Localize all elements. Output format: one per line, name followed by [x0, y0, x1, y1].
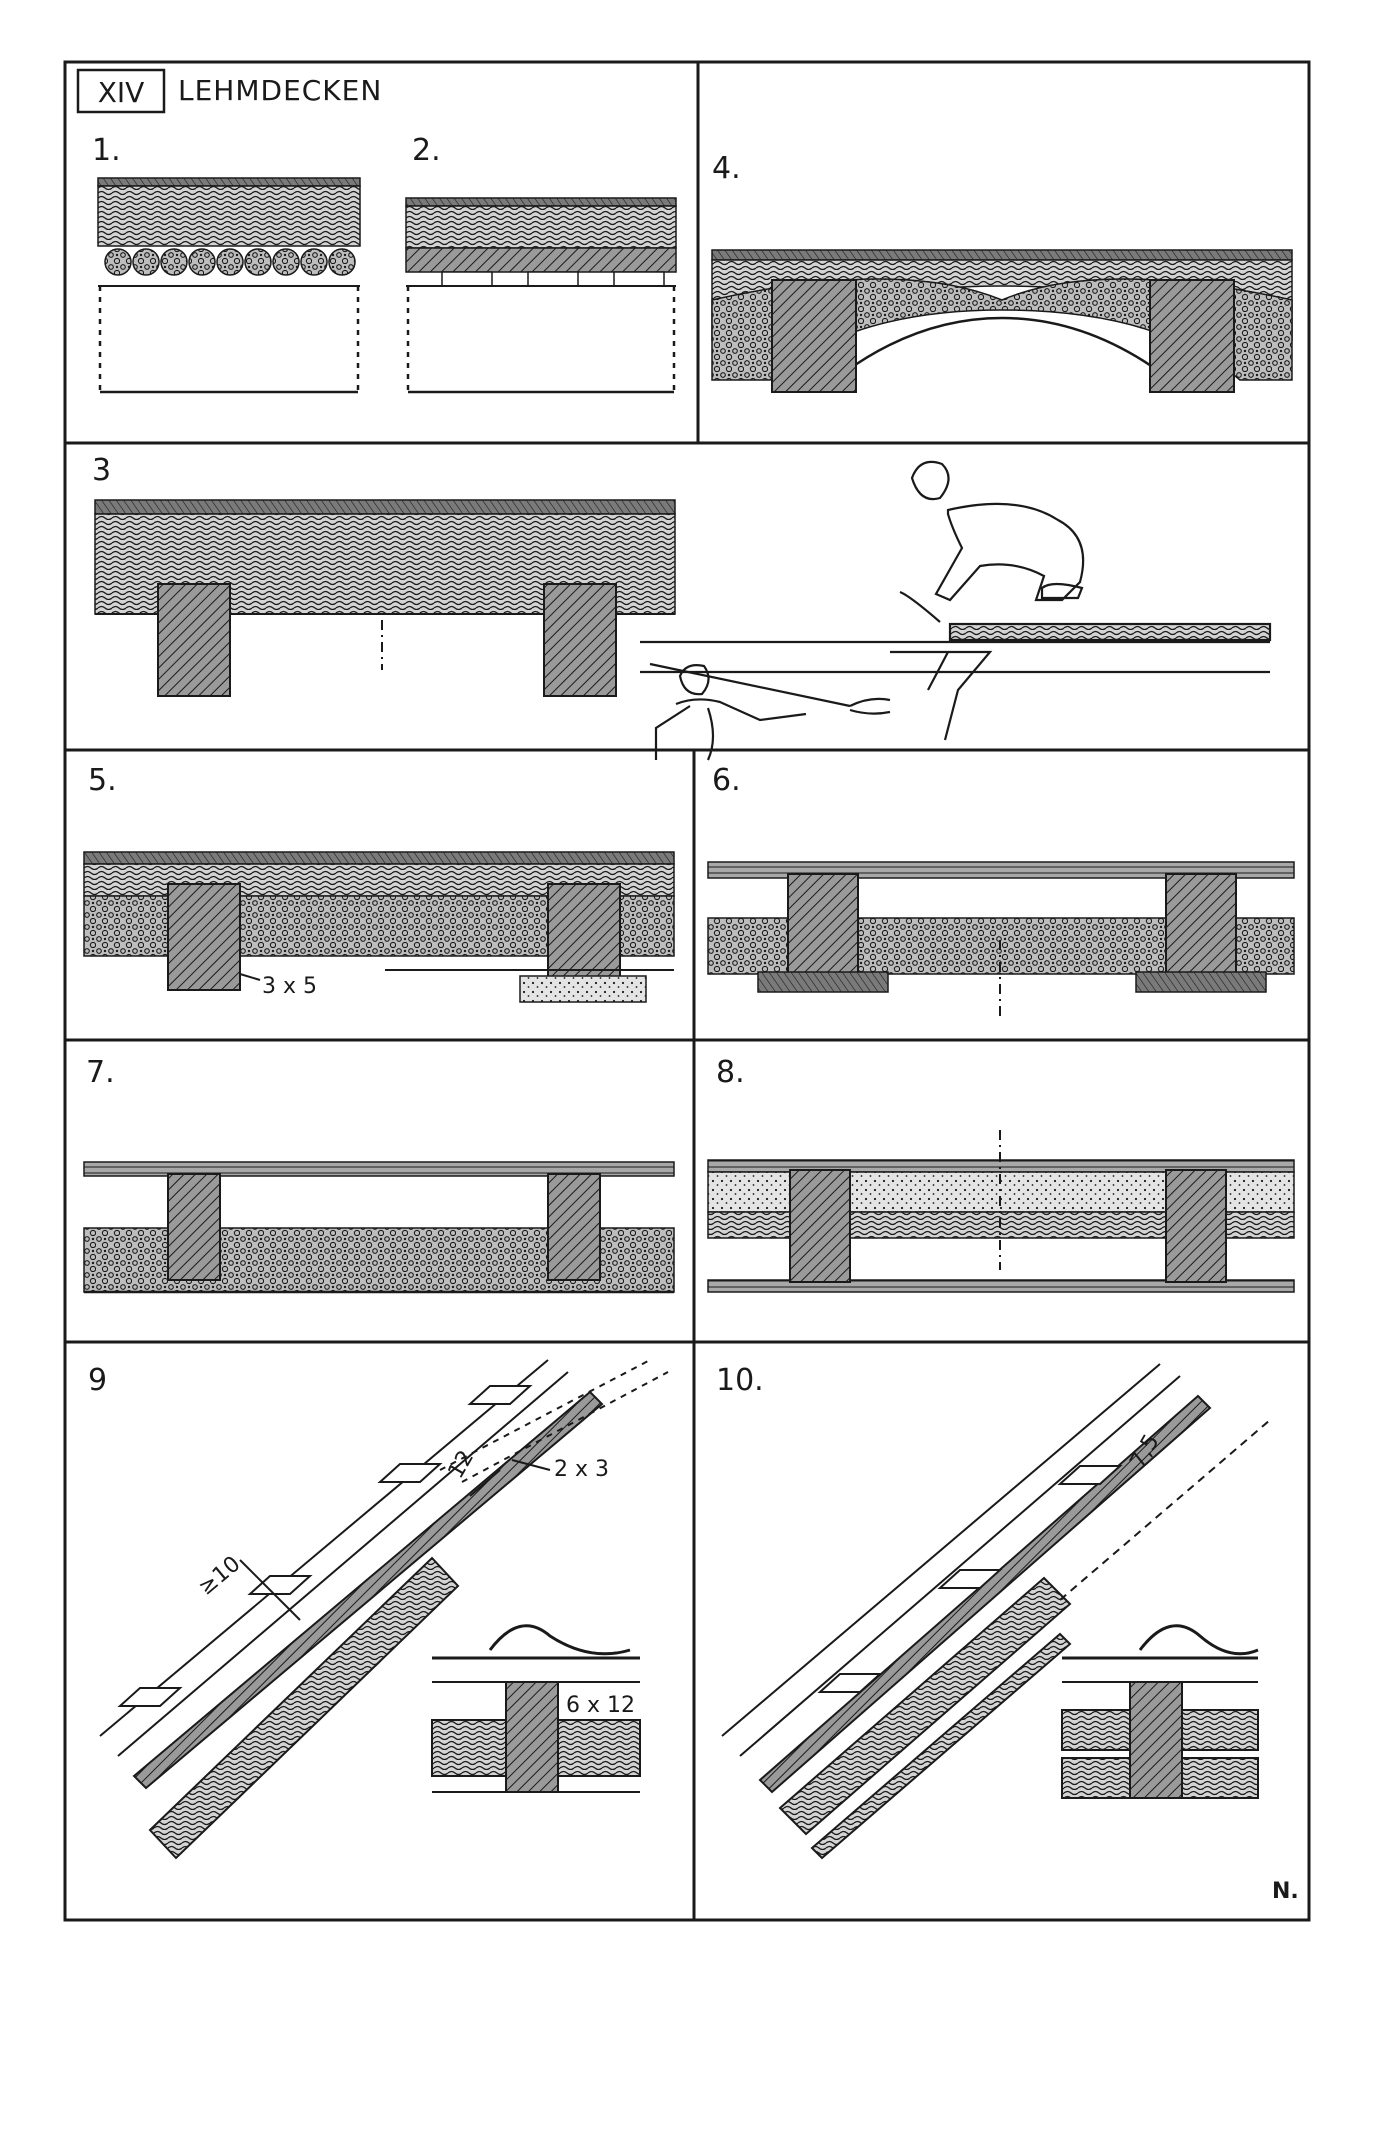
dimension-6x12: 6 x 12: [566, 1693, 635, 1718]
roof-section-slanted: [721, 1363, 1271, 1860]
board-gaps: [441, 271, 665, 287]
plate-frame: [63, 60, 1311, 1922]
panel-8: 8.: [707, 1055, 1295, 1293]
beam-right: [547, 1173, 601, 1281]
beam-right: [1165, 1169, 1227, 1283]
rafter: [505, 1681, 559, 1793]
log-row: [104, 248, 356, 276]
panel-label: 8.: [716, 1055, 745, 1090]
plate-title: LEHMDECKEN: [178, 74, 382, 107]
beam-right: [1165, 873, 1237, 985]
panel-label: 4.: [712, 151, 741, 186]
panel-7: 7.: [83, 1055, 675, 1294]
rafter: [1129, 1681, 1183, 1799]
panel-6: 6.: [707, 763, 1295, 1020]
dimension-3x5: 3 x 5: [262, 974, 317, 999]
panel-label: 2.: [412, 133, 441, 168]
signature: N.: [1272, 1879, 1299, 1904]
panel-9: 9 12 2 x 3 ≥10 6 x 12: [88, 1359, 669, 1860]
panel-4: 4.: [711, 151, 1293, 393]
plate-number: XIV: [98, 76, 145, 109]
beam-left: [789, 1169, 851, 1283]
beam-left: [167, 1173, 221, 1281]
panel-5: 5. 3 x 5: [83, 763, 675, 1003]
panel-3: 3: [92, 453, 1272, 761]
beam-right: [543, 583, 617, 697]
panel-label: 7.: [86, 1055, 115, 1090]
panel-label: 10.: [716, 1363, 764, 1398]
panel-10: 10. 7,5: [716, 1363, 1271, 1860]
kneeling-worker: [910, 460, 1085, 602]
panel-label: 6.: [712, 763, 741, 798]
beam-left: [771, 279, 857, 393]
panel-label: 9: [88, 1363, 107, 1398]
roof-section-slanted: [99, 1359, 669, 1860]
standing-worker: [654, 664, 807, 761]
beam-left: [157, 583, 231, 697]
beam-right: [1149, 279, 1235, 393]
beam-right: [547, 883, 621, 991]
panel-2: 2.: [405, 133, 677, 394]
beam-left: [167, 883, 241, 991]
dimension-2x3: 2 x 3: [554, 1457, 609, 1482]
plate-header: XIV LEHMDECKEN: [76, 68, 382, 114]
panel-label: 5.: [88, 763, 117, 798]
tile-detail: [431, 1624, 641, 1793]
dimension-min-10: ≥10: [194, 1552, 246, 1601]
panel-label: 3: [92, 453, 111, 488]
panel-1: 1.: [92, 133, 361, 394]
worker-scene: [640, 460, 1272, 761]
panel-label: 1.: [92, 133, 121, 168]
tile-detail: [1061, 1624, 1259, 1799]
beam-left: [787, 873, 859, 985]
